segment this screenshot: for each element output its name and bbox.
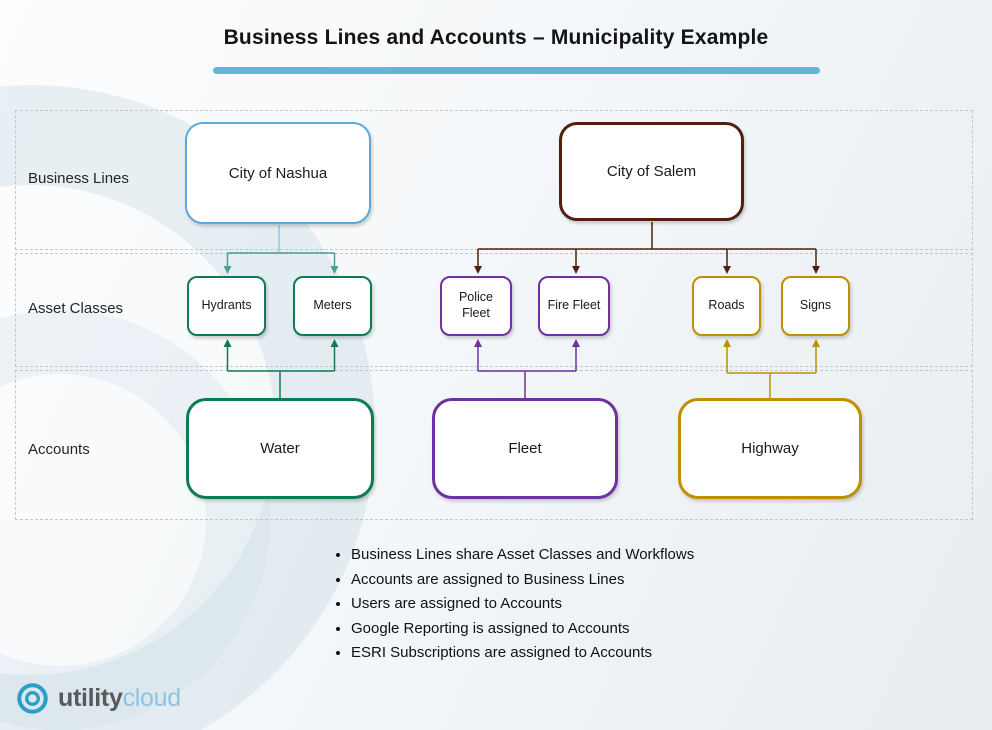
business-line-label: City of Nashua bbox=[228, 164, 328, 182]
business-line-city-of-salem: City of Salem bbox=[559, 122, 744, 221]
account-fleet: Fleet bbox=[432, 398, 618, 499]
row-label-accounts: Accounts bbox=[28, 441, 90, 458]
band-asset-classes bbox=[15, 253, 973, 367]
asset-class-label: Roads bbox=[708, 298, 745, 313]
bullet-item: Google Reporting is assigned to Accounts bbox=[351, 620, 694, 637]
logo-text-utility: utility bbox=[58, 684, 123, 712]
asset-class-police-fleet: Police Fleet bbox=[440, 276, 512, 336]
account-label: Water bbox=[260, 440, 300, 457]
bullet-item: ESRI Subscriptions are assigned to Accou… bbox=[351, 644, 694, 661]
asset-class-roads: Roads bbox=[692, 276, 761, 336]
row-label-business-lines: Business Lines bbox=[28, 170, 129, 187]
bullet-item: Business Lines share Asset Classes and W… bbox=[351, 546, 694, 563]
asset-class-label: Police Fleet bbox=[458, 290, 494, 320]
row-label-asset-classes: Asset Classes bbox=[28, 300, 124, 317]
page-title: Business Lines and Accounts – Municipali… bbox=[223, 26, 769, 49]
asset-class-signs: Signs bbox=[781, 276, 850, 336]
band-business-lines bbox=[15, 110, 973, 250]
bullet-item: Users are assigned to Accounts bbox=[351, 595, 694, 612]
notes-bullet-list: Business Lines share Asset Classes and W… bbox=[330, 546, 694, 669]
asset-class-label: Fire Fleet bbox=[547, 298, 601, 313]
logo-wordmark: utilitycloud bbox=[58, 684, 181, 713]
asset-class-meters: Meters bbox=[293, 276, 372, 336]
bullet-item: Accounts are assigned to Business Lines bbox=[351, 571, 694, 588]
asset-class-hydrants: Hydrants bbox=[187, 276, 266, 336]
logo-text-cloud: cloud bbox=[122, 684, 182, 712]
business-line-label: City of Salem bbox=[606, 163, 697, 180]
business-line-city-of-nashua: City of Nashua bbox=[185, 122, 371, 224]
account-highway: Highway bbox=[678, 398, 862, 499]
utilitycloud-logo: utilitycloud bbox=[16, 682, 181, 715]
asset-class-fire-fleet: Fire Fleet bbox=[538, 276, 610, 336]
title-underline bbox=[213, 67, 820, 74]
asset-class-label: Signs bbox=[799, 298, 832, 313]
account-label: Fleet bbox=[508, 440, 542, 457]
asset-class-label: Hydrants bbox=[201, 298, 252, 313]
account-water: Water bbox=[186, 398, 374, 499]
asset-class-label: Meters bbox=[313, 298, 352, 313]
utilitycloud-logo-icon bbox=[17, 683, 48, 714]
account-label: Highway bbox=[741, 440, 799, 457]
